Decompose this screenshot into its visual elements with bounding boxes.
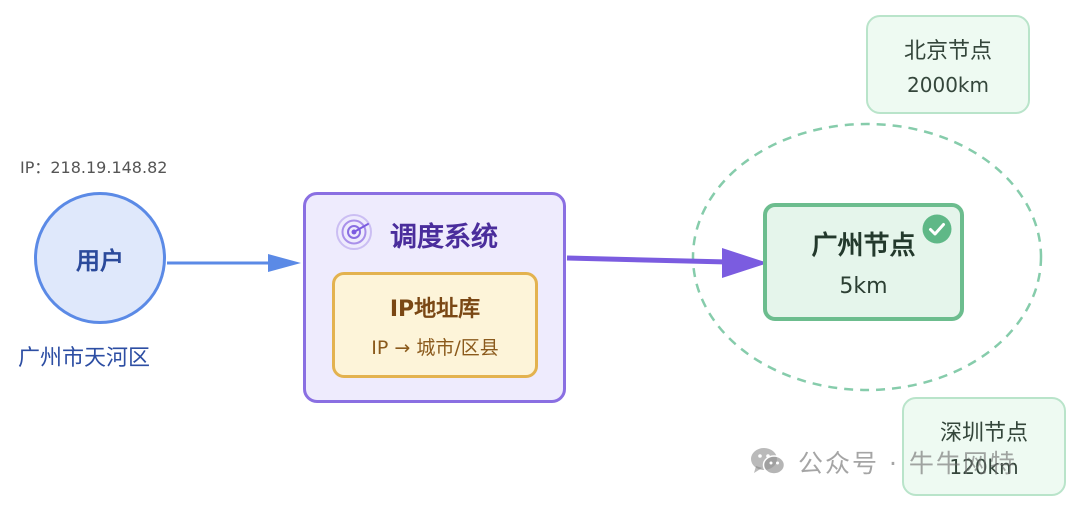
arrow-user-to-scheduler [167,254,301,272]
user-node-label: 用户 [76,246,124,275]
arrow-scheduler-to-guangzhou [566,248,768,278]
radar-icon-sweep [353,223,369,233]
scheduler-node: 调度系统 IP地址库 IP → 城市/区县 [303,192,566,403]
beijing-node: 北京节点 2000km [866,15,1030,114]
user-location-label: 广州市天河区 [18,346,151,371]
user-node: 用户 [34,192,166,324]
ip-database-title: IP地址库 [389,296,481,322]
arrow-scheduler-to-guangzhou-line [566,255,729,265]
radar-icon-inner-ring [347,225,361,239]
beijing-node-name: 北京节点 [903,38,992,64]
shenzhen-node: 深圳节点 120km [902,397,1066,496]
check-circle-icon [922,214,952,244]
scheduler-title: 调度系统 [390,222,498,253]
guangzhou-node-distance: 5km [839,274,888,299]
shenzhen-node-distance: 120km [949,454,1019,479]
shenzhen-node-name: 深圳节点 [939,420,1028,446]
radar-icon [336,214,372,250]
guangzhou-node-name: 广州节点 [811,231,916,261]
arrow-scheduler-to-guangzhou-head [722,248,768,278]
radar-icon-middle-ring [341,219,367,245]
guangzhou-node: 广州节点 5km [763,203,964,321]
ip-database-mapping: IP → 城市/区县 [371,336,499,359]
ip-database-node: IP地址库 IP → 城市/区县 [332,272,538,378]
nearest-node-range-ellipse [691,122,1043,392]
arrow-user-to-scheduler-head [268,254,301,272]
check-circle-icon-mark [929,223,945,236]
beijing-node-distance: 2000km [907,72,989,97]
user-ip-label: IP：218.19.148.82 [20,158,168,177]
radar-icon-outer-ring [336,214,372,250]
check-circle-icon-bg [922,214,952,244]
